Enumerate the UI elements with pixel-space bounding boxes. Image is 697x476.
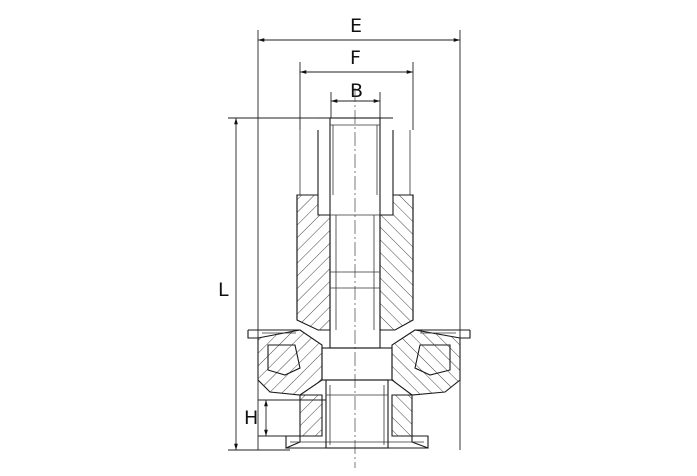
- dimension-b-label: B: [350, 80, 363, 102]
- dimension-f-label: F: [350, 47, 361, 69]
- bottom-spigot: [285, 394, 429, 449]
- dimension-f: F: [299, 47, 414, 130]
- lower-housing: [247, 329, 471, 396]
- dimension-h-label: H: [244, 407, 258, 429]
- core-shaft: [321, 117, 393, 449]
- dimension-e-label: E: [350, 15, 362, 37]
- dimension-l-label: L: [218, 279, 229, 301]
- dimension-l: L: [218, 117, 330, 451]
- dimension-b: B: [330, 80, 381, 118]
